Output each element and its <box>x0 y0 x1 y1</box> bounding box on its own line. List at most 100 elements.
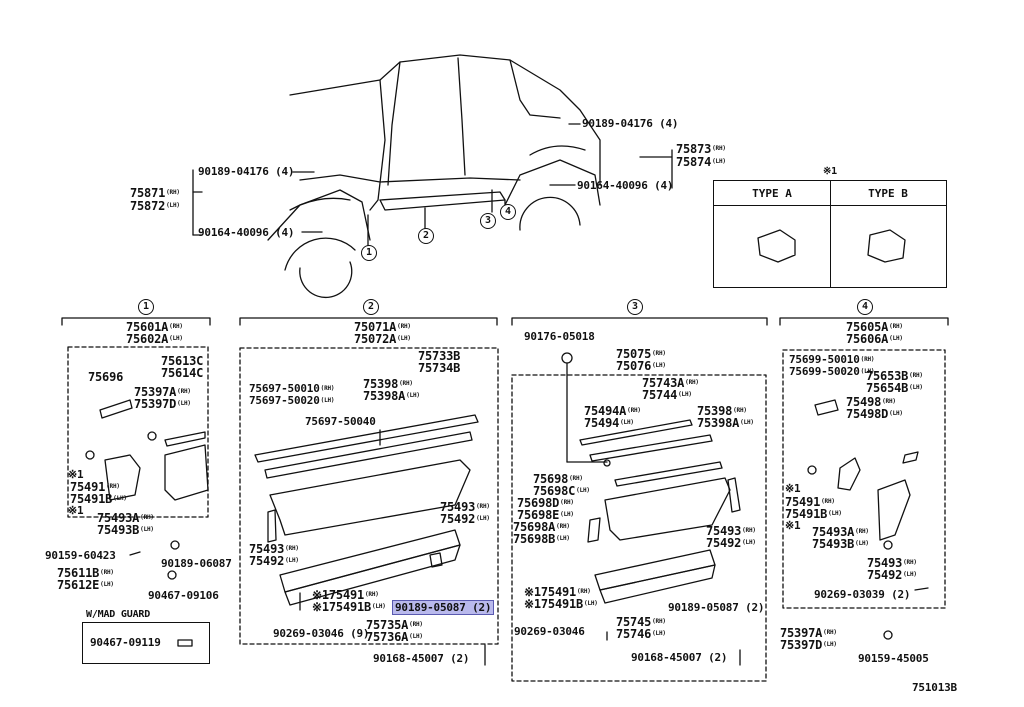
type-a-label: TYPE A <box>752 187 792 200</box>
g2-header-lh: 75072A(LH) <box>354 332 411 346</box>
car-callout-4: 90189-04176 (4) <box>582 117 679 130</box>
car-callout-7: 90164-40096 (4) <box>198 226 295 239</box>
g4-part-75493A: 75493A(RH) <box>812 525 869 539</box>
g3-part-75698: 75698(RH) <box>533 472 583 486</box>
car-circle-3: 3 <box>480 213 496 229</box>
car-circle-4: 4 <box>500 204 516 220</box>
car-circle-1: 1 <box>361 245 377 261</box>
g1-header-rh: 75601A(RH) <box>126 320 183 334</box>
figure-id: 751013B <box>912 681 957 694</box>
g4-part-90159-45005: 90159-45005 <box>858 652 929 665</box>
car-callout-0: 90189-04176 (4) <box>198 165 295 178</box>
g2-part-75733B: 75733B <box>418 349 461 363</box>
car-callout-5: 75871(RH) <box>130 186 180 200</box>
g2-part-75491: ※175491(RH) <box>312 588 379 602</box>
g1-part-75613C: 75613C <box>161 354 204 368</box>
g2-part-75492: 75492(LH) <box>440 512 490 526</box>
g3-part-75494A: 75494A(RH) <box>584 404 641 418</box>
g2-part-90189-05087: 90189-05087 (2) <box>391 600 495 615</box>
g3-part-75743A: 75743A(RH) <box>642 376 699 390</box>
g3-part-90176-05018: 90176-05018 <box>524 330 595 343</box>
g4-mark-1: ※1 <box>785 482 801 495</box>
g1-part-75491B: 75491B(LH) <box>70 492 127 506</box>
g2-part-75493: 75493(RH) <box>440 500 490 514</box>
g1-part-75696: 75696 <box>88 370 124 384</box>
g3-part-75744: 75744(LH) <box>642 388 692 402</box>
g2-part-75493-left: 75493(RH) <box>249 542 299 556</box>
g4-part-75498D: 75498D(LH) <box>846 407 903 421</box>
mad-guard-title: W/MAD GUARD <box>86 609 151 620</box>
g3-part-75494: 75494(LH) <box>584 416 634 430</box>
g1-part-75614C: 75614C <box>161 366 204 380</box>
car-callout-3: 90164-40096 (4) <box>577 179 674 192</box>
type-b-label: TYPE B <box>868 187 908 200</box>
g1-part-90189-06087: 90189-06087 <box>161 557 232 570</box>
mad-guard-box <box>82 622 210 664</box>
g4-part-75699-50010: 75699-50010(RH) <box>789 353 875 366</box>
g4-part-90269-03039: 90269-03039 (2) <box>814 588 911 601</box>
type-legend-box: TYPE A TYPE B <box>713 180 947 288</box>
g1-part-75493A: 75493A(RH) <box>97 511 154 525</box>
g4-part-75654B: 75654B(LH) <box>866 381 923 395</box>
g1-part-75611B: 75611B(RH) <box>57 566 114 580</box>
g3-part-75398: 75398(RH) <box>697 404 747 418</box>
g2-part-75735A: 75735A(RH) <box>366 618 423 632</box>
type-legend-mark: ※1 <box>823 166 837 177</box>
g1-part-75493B: 75493B(LH) <box>97 523 154 537</box>
g1-mark-2: ※1 <box>68 504 84 517</box>
g2-part-75697-50020: 75697-50020(LH) <box>249 394 335 407</box>
g4-part-75397D: 75397D(LH) <box>780 638 837 652</box>
g3-part-75698C: 75698C(LH) <box>533 484 590 498</box>
group-3-number: 3 <box>627 299 643 315</box>
g1-mark-1: ※1 <box>68 468 84 481</box>
g4-part-75491B: 75491B(LH) <box>785 507 842 521</box>
g4-part-75699-50020: 75699-50020(LH) <box>789 365 875 378</box>
g1-part-90467-09106: 90467-09106 <box>148 589 219 602</box>
g4-part-75397A: 75397A(RH) <box>780 626 837 640</box>
g3-part-75493: 75493(RH) <box>706 524 756 538</box>
g4-header-lh: 75606A(LH) <box>846 332 903 346</box>
g3-part-75698B: 75698B(LH) <box>513 532 570 546</box>
g1-part-75612E: 75612E(LH) <box>57 578 114 592</box>
g1-part-75397D: 75397D(LH) <box>134 397 191 411</box>
g2-part-90269-03046: 90269-03046 (9) <box>273 627 370 640</box>
g3-part-75698E: 75698E(LH) <box>517 508 574 522</box>
g4-part-75498: 75498(RH) <box>846 395 896 409</box>
g3-part-90168-45007: 90168-45007 (2) <box>631 651 728 664</box>
g4-part-75492: 75492(LH) <box>867 568 917 582</box>
group-1-number: 1 <box>138 299 154 315</box>
g3-part-75491B: ※175491B(LH) <box>524 597 598 611</box>
g2-header-rh: 75071A(RH) <box>354 320 411 334</box>
car-callout-2: 75874(LH) <box>676 155 726 169</box>
g2-part-75736A: 75736A(LH) <box>366 630 423 644</box>
g2-part-75491B: ※175491B(LH) <box>312 600 386 614</box>
g3-header-rh: 75075(RH) <box>616 347 666 361</box>
g2-part-75734B: 75734B <box>418 361 461 375</box>
g4-part-75493: 75493(RH) <box>867 556 917 570</box>
g2-part-75697-50040: 75697-50040 <box>305 415 376 428</box>
g4-header-rh: 75605A(RH) <box>846 320 903 334</box>
g2-part-75492-left: 75492(LH) <box>249 554 299 568</box>
g3-part-75745: 75745(RH) <box>616 615 666 629</box>
g3-part-75492: 75492(LH) <box>706 536 756 550</box>
g2-part-90168-45007: 90168-45007 (2) <box>373 652 470 665</box>
g1-part-75491: 75491(RH) <box>70 480 120 494</box>
group-4-number: 4 <box>857 299 873 315</box>
car-callout-1: 75873(RH) <box>676 142 726 156</box>
car-circle-2: 2 <box>418 228 434 244</box>
g1-header-lh: 75602A(LH) <box>126 332 183 346</box>
g2-part-75398A: 75398A(LH) <box>363 389 420 403</box>
mad-guard-part: 90467-09119 <box>90 636 161 649</box>
g4-part-75493B: 75493B(LH) <box>812 537 869 551</box>
car-outline <box>289 54 601 186</box>
g1-part-90159-60423: 90159-60423 <box>45 549 116 562</box>
g4-mark-2: ※1 <box>785 519 801 532</box>
g3-part-75491: ※175491(RH) <box>524 585 591 599</box>
g3-part-90269-03046: 90269-03046 <box>514 625 585 638</box>
g3-header-lh: 75076(LH) <box>616 359 666 373</box>
g2-part-75398: 75398(RH) <box>363 377 413 391</box>
g3-part-75698A: 75698A(RH) <box>513 520 570 534</box>
g4-part-75653B: 75653B(RH) <box>866 369 923 383</box>
g3-part-75746: 75746(LH) <box>616 627 666 641</box>
